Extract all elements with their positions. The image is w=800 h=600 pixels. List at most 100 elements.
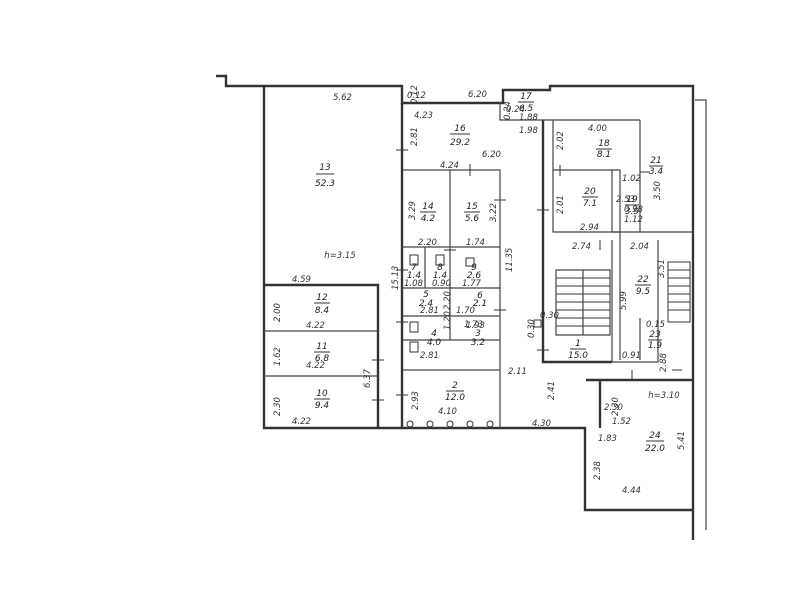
dim-label: 4.23 [414,111,433,121]
room-number: 7 [411,263,417,273]
room-area: 1.9 [648,341,663,351]
room-labels: 13 52.3 16 29.2 17 6.5 18 8.1 14 4.2 15 … [314,92,665,454]
dim-label: 5.41 [677,431,687,450]
horizontal-dimensions: 5.62 6.20 0.12 4.23 1.88 1.98 4.00 6.20 … [292,90,665,496]
dim-label: 2.81 [420,351,439,361]
room-number: 15 [466,202,478,212]
dim-label: 11.35 [505,248,515,272]
room-area: 22.0 [645,444,665,454]
dim-label: 4.10 [438,407,457,417]
room-area: 3.2 [471,338,486,348]
room-number: 4 [431,329,437,339]
dim-label: 3.50 [653,181,663,200]
dim-label: 2.93 [411,391,421,410]
dim-label: 1.98 [519,126,539,136]
dim-label: 2.88 [659,352,669,372]
dim-label: 4.22 [306,361,325,371]
room-area: 3.4 [649,167,664,177]
dim-label: 1.83 [598,434,617,444]
room-number: 13 [319,163,331,173]
dim-label: 2.00 [273,303,283,322]
dim-label: 1.52 [612,417,631,427]
dim-label: 15.13 [391,266,401,290]
room-number: 17 [520,92,532,102]
dim-label: 1.77 [462,279,482,289]
dim-label: 1.02 [622,174,641,184]
ceiling-height: h=3.15 [324,251,355,261]
dim-label: 4.00 [588,124,607,134]
room-number: 14 [422,202,434,212]
wc-icon [465,257,475,267]
room-number: 1 [575,339,581,349]
dim-label: 4.24 [440,161,459,171]
dim-label: 0.30 [527,319,537,338]
dim-label: 2.02 [556,131,566,150]
room-area: 1.4 [407,271,422,281]
room-number: 2 [452,381,458,391]
room-number: 16 [454,124,466,134]
dim-label: 2.74 [572,242,591,252]
room-number: 11 [316,342,327,352]
dim-label: 4.59 [292,275,311,285]
dim-label: 0.91 [622,351,641,361]
dim-label: 6.20 [482,150,501,160]
sink-icon [446,420,454,428]
dim-label: 1.62 [273,347,283,366]
room-area: 29.2 [450,138,470,148]
dim-label: 0.30 [540,311,559,321]
dim-label: 4.44 [622,486,641,496]
room-area: 2.1 [473,299,487,309]
interior-walls [264,103,693,428]
sink-icon [466,420,474,428]
ceiling-heights: h=3.15 h=3.10 [324,251,679,401]
column-icon [533,319,542,328]
room-area: 1.4 [433,271,448,281]
vertical-dimensions: 2.81 3.29 3.2 2 15.13 11.35 2.00 1.62 2.3… [273,85,687,480]
sanitary-fixtures [406,254,542,428]
dim-label: 2.38 [593,460,603,480]
room-area: 6.8 [315,354,330,364]
dim-label: 1.74 [466,238,485,248]
room-number: 9 [471,263,477,273]
room-area: 4.0 [427,338,442,348]
dim-label: 2.04 [630,242,649,252]
room-number: 10 [316,389,328,399]
ceiling-height: h=3.10 [648,391,679,401]
dim-label: 2.11 [508,367,527,377]
room-area: 8.4 [315,306,330,316]
room-number: 5 [423,290,429,300]
room-number: 19 [626,195,638,205]
dim-label: 2.01 [556,195,566,214]
dim-label: 5.99 [619,291,629,310]
dim-label: 0.24 [503,101,513,120]
dim-label: 1.73 [464,320,483,330]
dim-label: 4.22 [292,417,311,427]
dim-label: 2.30 [273,397,283,416]
dim-label: 1.70 [456,306,475,316]
room-area: 8.1 [597,150,611,160]
room-number: 23 [649,330,661,340]
room-area: 9.4 [315,401,330,411]
room-number: 18 [598,139,610,149]
dim-label: 1.20 [443,311,453,330]
wc-icon [409,254,419,266]
room-area: 12.0 [445,393,465,403]
room-area: 52.3 [315,179,335,189]
dim-label: 0.12 [407,91,426,101]
dim-label: 2.81 [410,127,420,146]
dim-label: 3.51 [657,259,667,278]
room-number: 3 [475,329,481,339]
dim-label: 1.12 [624,215,643,225]
sink-icon [486,420,494,428]
room-area: 15.0 [568,351,588,361]
dim-label: 0.98 [624,205,644,215]
room-number: 21 [650,156,661,166]
sink-icon [426,420,434,428]
dim-label: 3.29 [408,201,418,220]
room-number: 20 [584,187,596,197]
dim-label: 2.20 [418,238,437,248]
room-area: 2.6 [467,271,482,281]
room-number: 6 [477,291,483,301]
dim-label: 2.53 [616,195,635,205]
dim-label: 1.88 [519,113,539,123]
